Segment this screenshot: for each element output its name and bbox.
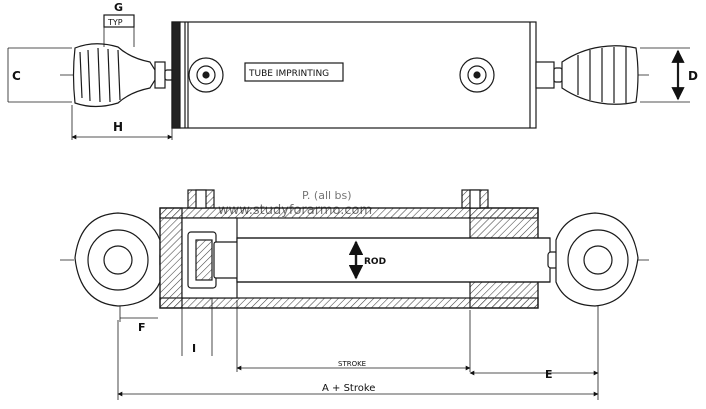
left-rod-end-eye (74, 212, 171, 307)
section-view (60, 189, 650, 400)
piston-rod (236, 237, 551, 283)
stroke-label: STROKE (338, 360, 366, 368)
dim-typ-label: TYP (107, 18, 123, 27)
gland-bottom (469, 279, 539, 309)
typ-box (103, 14, 135, 28)
top-view (7, 14, 690, 140)
dim-c-label: C (12, 69, 21, 83)
port-right-top (459, 57, 495, 93)
dim-i-label: I (192, 342, 196, 355)
gland-top (469, 207, 539, 241)
right-rod-end-top (535, 45, 639, 105)
dim-g-label: G (114, 1, 123, 14)
tube-imprint-box (244, 62, 344, 82)
watermark-line-2: www.studyforarmo.com (218, 203, 372, 218)
dim-d-label: D (688, 69, 698, 83)
dim-e-label: E (545, 368, 553, 381)
dim-f-label: F (138, 321, 146, 334)
cap-end (159, 207, 183, 309)
left-rod-end-top (72, 43, 174, 108)
port-left-top (188, 57, 224, 93)
tube-end-band (171, 21, 181, 129)
rod-label: ROD (364, 257, 386, 267)
dim-h-label: H (113, 120, 123, 134)
right-rod-end-eye (547, 212, 639, 307)
a-plus-stroke-label: A + Stroke (322, 383, 375, 394)
tube-imprint-label: TUBE IMPRINTING (248, 69, 329, 79)
watermark-line-1: P. (all bs) (302, 189, 352, 202)
